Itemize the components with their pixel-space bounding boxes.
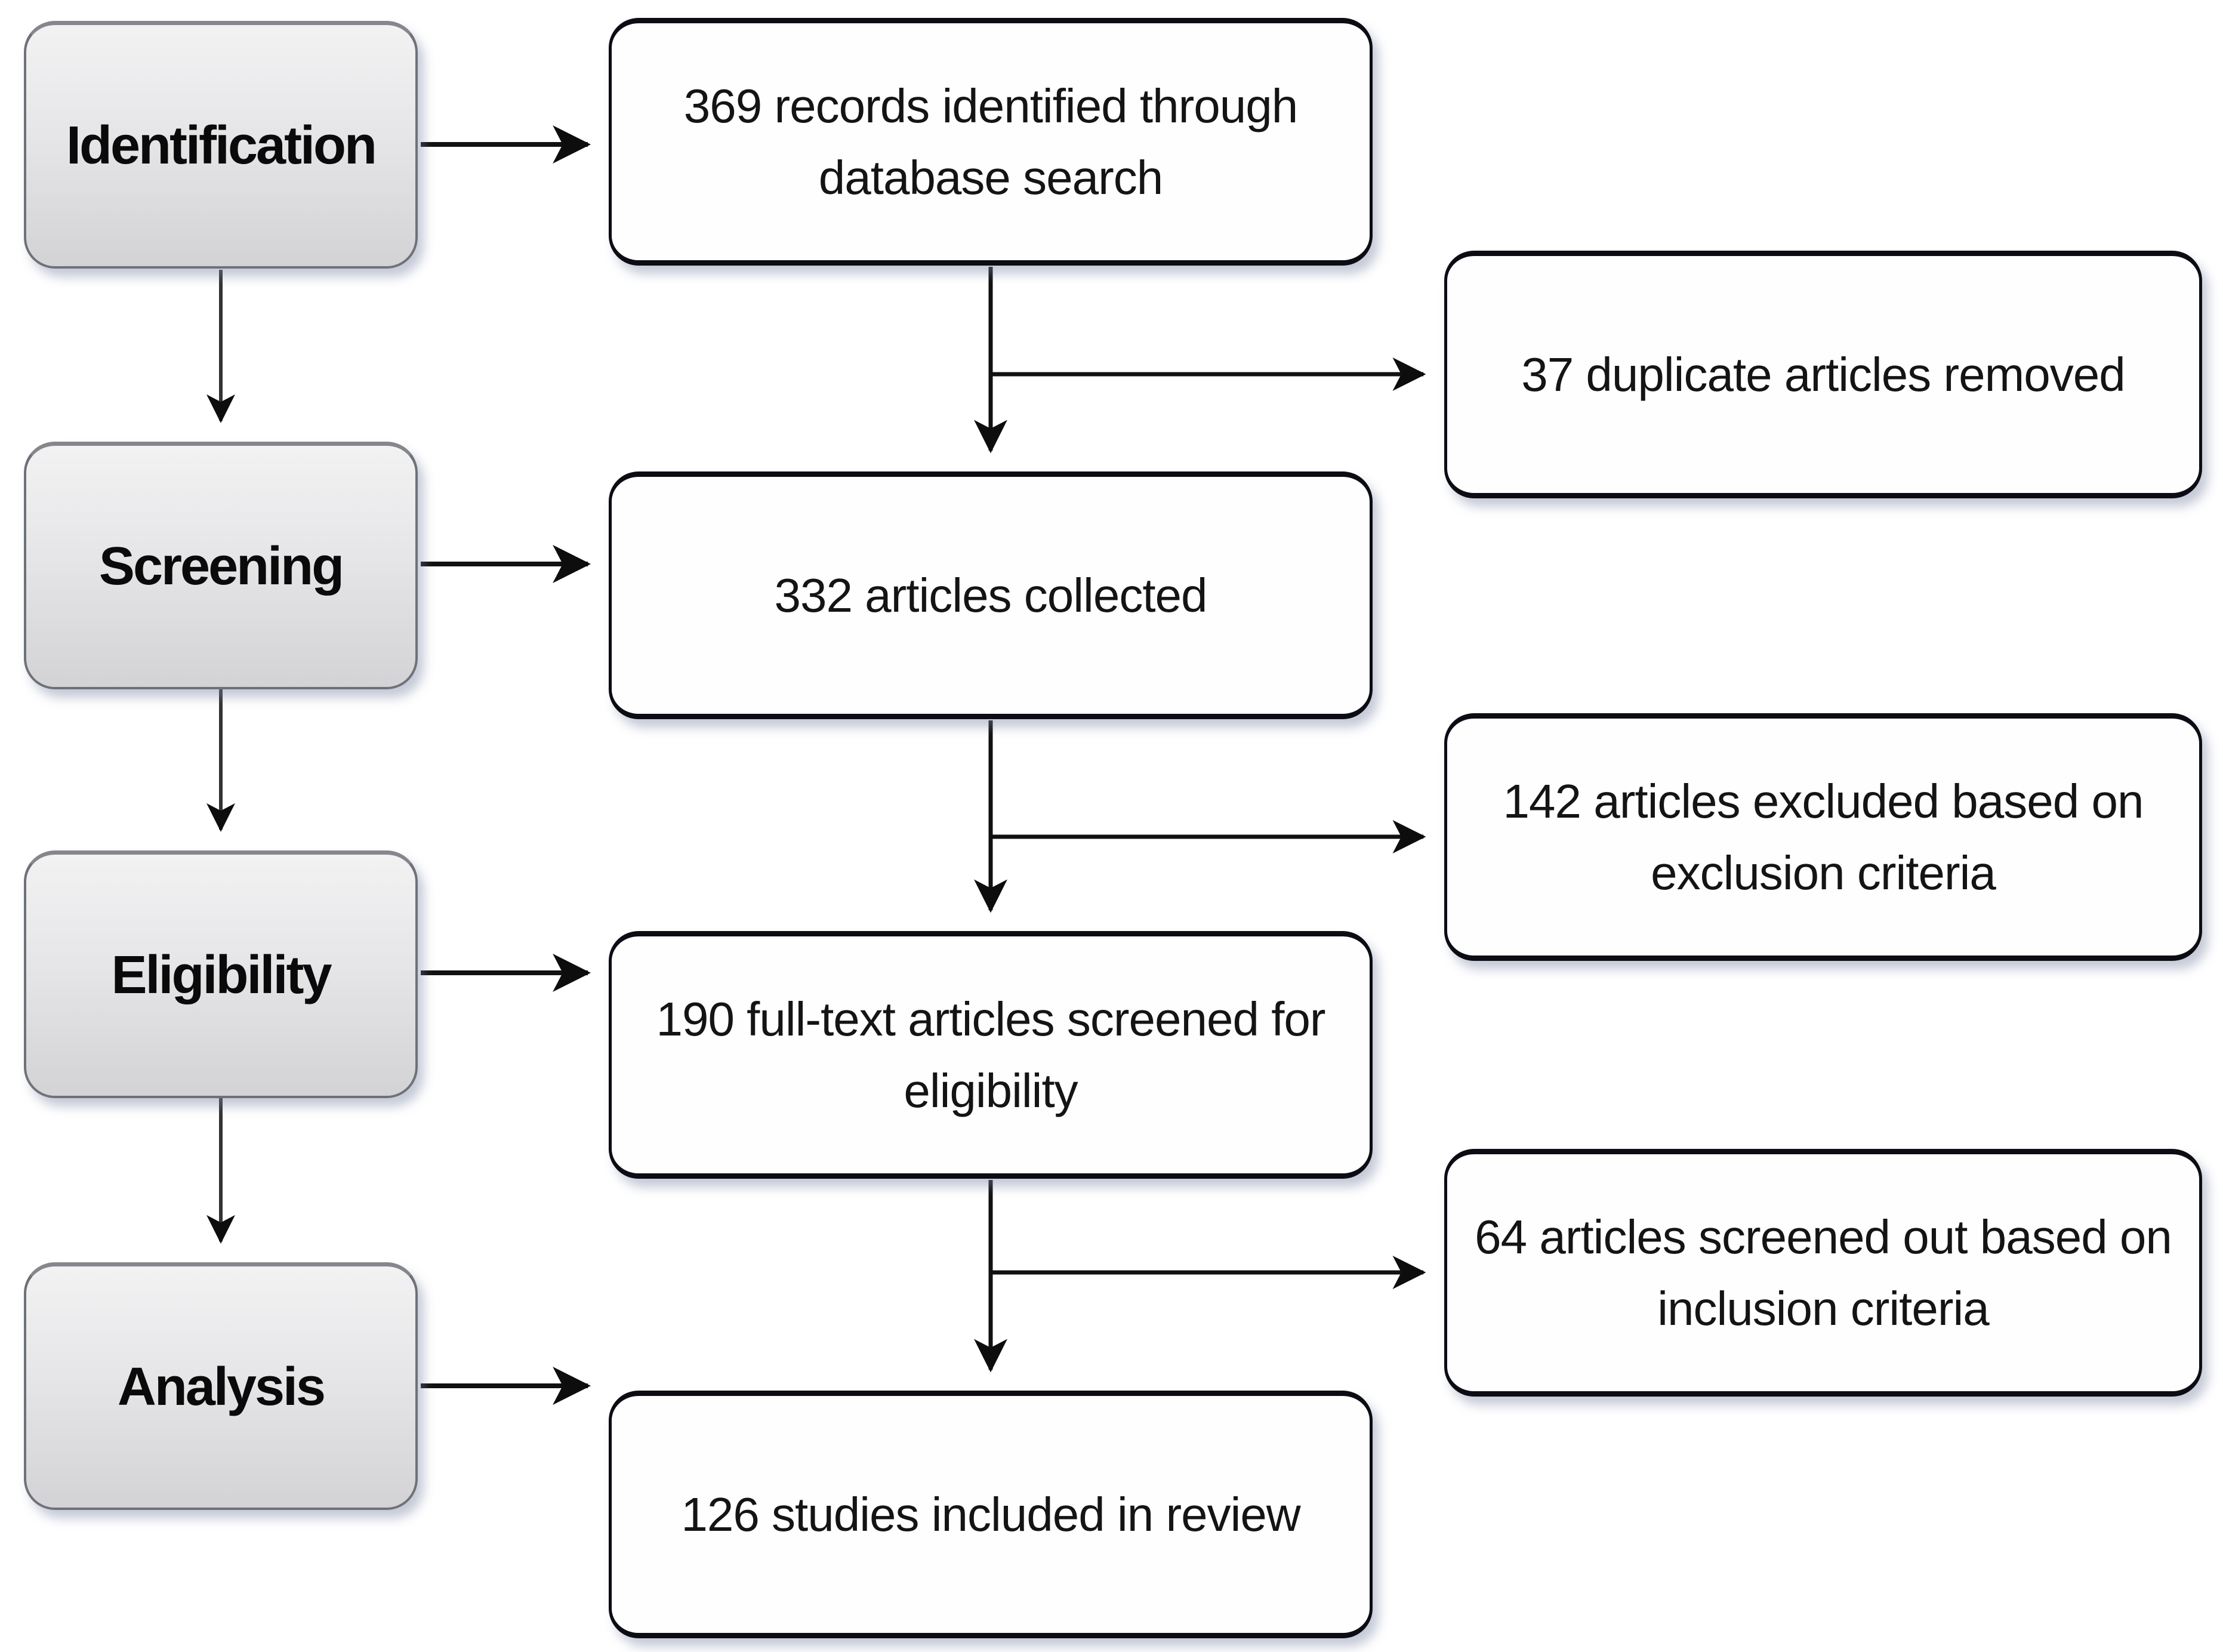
stage-box-screening: Screening: [24, 442, 418, 689]
exclusion-box-screened-out: 64 articles screened out based on inclus…: [1444, 1149, 2202, 1397]
stage-box-analysis: Analysis: [24, 1262, 418, 1510]
flow-box-studies-included: 126 studies included in review: [609, 1391, 1373, 1638]
exclusion-text-excluded-criteria: 142 articles excluded based on exclusion…: [1503, 774, 2144, 899]
flow-text-fulltext-screened: 190 full-text articles screened for elig…: [656, 992, 1325, 1117]
flow-box-articles-collected: 332 articles collected: [609, 471, 1373, 719]
flow-text-records-identified: 369 records identified through database …: [683, 79, 1298, 204]
stage-box-identification: Identification: [24, 21, 418, 269]
flow-box-records-identified: 369 records identified through database …: [609, 18, 1373, 266]
exclusion-box-duplicates-removed: 37 duplicate articles removed: [1444, 251, 2202, 498]
stage-label-analysis: Analysis: [117, 1357, 326, 1417]
stage-label-identification: Identification: [66, 115, 377, 175]
stage-box-eligibility: Eligibility: [24, 850, 418, 1098]
exclusion-box-excluded-criteria: 142 articles excluded based on exclusion…: [1444, 713, 2202, 961]
flow-text-studies-included: 126 studies included in review: [681, 1487, 1300, 1541]
flow-text-articles-collected: 332 articles collected: [774, 568, 1207, 622]
stage-label-eligibility: Eligibility: [111, 945, 332, 1005]
exclusion-text-screened-out: 64 articles screened out based on inclus…: [1475, 1210, 2172, 1335]
stage-label-screening: Screening: [98, 536, 344, 596]
exclusion-text-duplicates-removed: 37 duplicate articles removed: [1521, 347, 2126, 401]
flow-box-fulltext-screened: 190 full-text articles screened for elig…: [609, 931, 1373, 1179]
